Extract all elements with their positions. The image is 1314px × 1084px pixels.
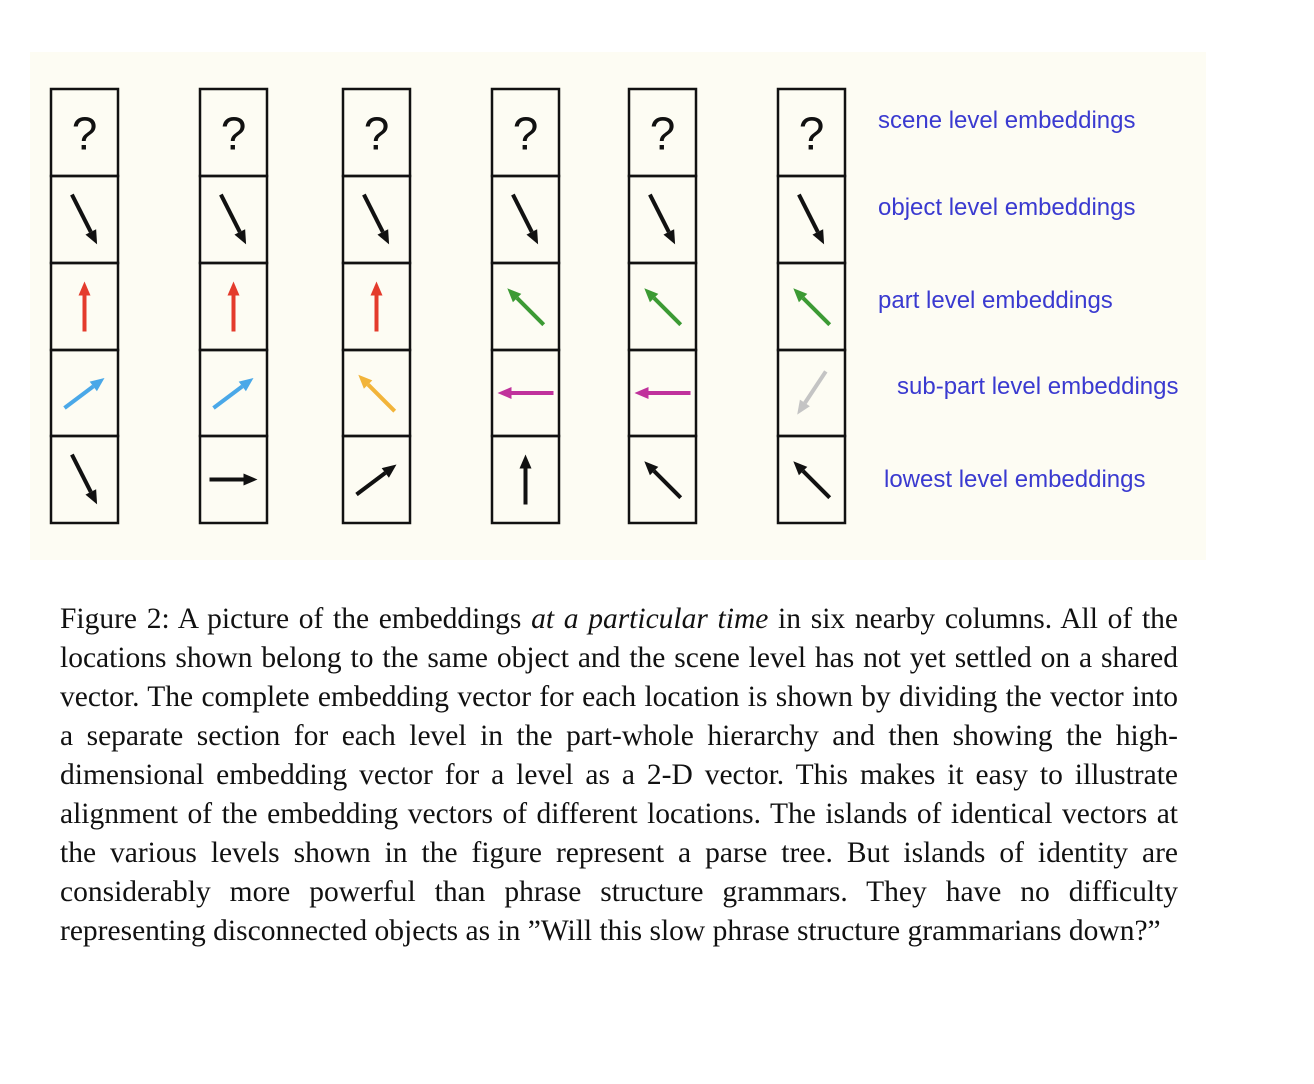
blue-arrow-icon	[63, 378, 105, 410]
black-arrow-icon	[209, 473, 258, 486]
black-arrow-icon	[70, 453, 98, 505]
question-mark: ?	[799, 108, 825, 160]
column-5: ?	[627, 87, 698, 525]
black-arrow-icon	[519, 454, 532, 505]
question-mark: ?	[513, 108, 539, 160]
black-arrow-icon	[362, 193, 390, 245]
figure-embeddings: ?????? scene level embeddings object lev…	[30, 52, 1206, 560]
column-1: ?	[49, 87, 120, 525]
cell-lowest	[341, 434, 412, 525]
black-arrow-icon	[793, 461, 832, 500]
black-arrow-icon	[70, 193, 98, 245]
level-label-part: part level embeddings	[878, 287, 1113, 314]
caption-prefix: Figure 2: A picture of the embeddings	[60, 603, 532, 635]
cell-lowest	[49, 434, 120, 525]
yellow-arrow-icon	[358, 374, 397, 413]
figure-caption: Figure 2: A picture of the embeddings at…	[60, 600, 1178, 951]
column-4: ?	[490, 87, 561, 525]
black-arrow-icon	[355, 464, 397, 497]
black-arrow-icon	[797, 193, 825, 245]
question-mark: ?	[364, 108, 390, 160]
black-arrow-icon	[219, 193, 247, 245]
green-arrow-icon	[793, 288, 832, 327]
magenta-arrow-icon	[634, 387, 691, 399]
figure-background	[30, 52, 1206, 560]
question-mark: ?	[650, 108, 676, 160]
level-label-object: object level embeddings	[878, 194, 1136, 221]
column-3: ?	[341, 87, 412, 525]
black-arrow-icon	[644, 461, 683, 500]
column-6: ?	[776, 87, 847, 525]
level-labels: scene level embeddings object level embe…	[878, 107, 1179, 493]
black-arrow-icon	[511, 193, 539, 245]
blue-arrow-icon	[212, 378, 254, 410]
level-label-sub-part: sub-part level embeddings	[897, 373, 1179, 400]
question-mark: ?	[72, 108, 98, 160]
green-arrow-icon	[644, 288, 683, 327]
caption-emphasis: at a particular time	[531, 603, 769, 635]
column-2: ?	[198, 87, 269, 525]
gray-arrow-icon	[797, 370, 828, 415]
black-arrow-icon	[648, 193, 676, 245]
level-label-scene: scene level embeddings	[878, 107, 1136, 134]
red-arrow-icon	[227, 281, 240, 332]
magenta-arrow-icon	[497, 387, 554, 399]
cell-lowest	[776, 434, 847, 525]
cell-lowest	[490, 434, 561, 525]
caption-text: in six nearby columns. All of the locati…	[60, 603, 1178, 947]
red-arrow-icon	[370, 281, 383, 332]
question-mark: ?	[221, 108, 247, 160]
cell-lowest	[627, 434, 698, 525]
green-arrow-icon	[507, 288, 546, 327]
red-arrow-icon	[78, 281, 91, 332]
cell-lowest	[198, 434, 269, 525]
embedding-columns: ??????	[49, 87, 847, 525]
level-label-lowest: lowest level embeddings	[884, 466, 1145, 493]
